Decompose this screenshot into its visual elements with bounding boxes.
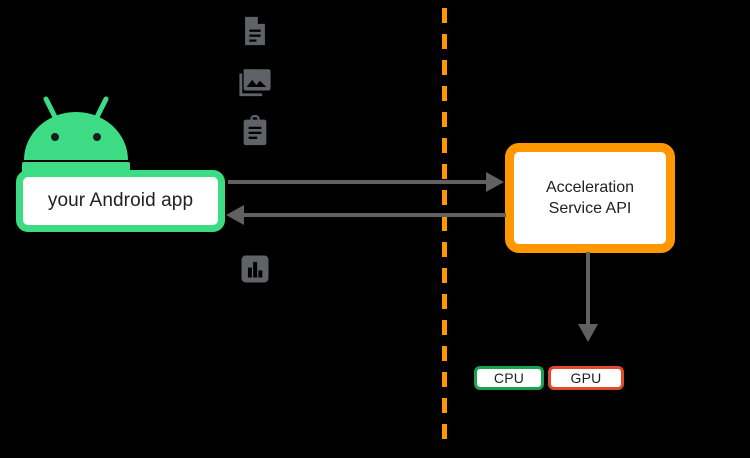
your-android-app-label: your Android app [47,190,194,211]
android-robot-icon [22,96,130,174]
arrow-app-to-service-line [228,180,496,184]
acceleration-service-api-title-line-2: Service API [548,200,632,217]
arrow-service-to-app-head [226,205,244,225]
cpu-chip[interactable]: CPU [474,366,544,390]
photos-icon [238,65,272,99]
assessment-icon [238,252,272,286]
arrow-service-to-backends-head [578,324,598,342]
android-robot-logo [22,96,130,174]
cpu-chip-label: CPU [493,370,525,386]
arrow-app-to-service-head [486,172,504,192]
your-android-app-box[interactable]: your Android app [16,170,225,232]
acceleration-service-api-title-line-1: Acceleration [545,178,635,196]
gpu-chip[interactable]: GPU [548,366,624,390]
arrow-service-to-backends-line [586,252,590,328]
arrow-service-to-app-line [240,213,506,217]
device-service-boundary-line [442,8,447,446]
clipboard-icon [238,114,272,148]
gpu-chip-label: GPU [570,370,602,386]
document-icon [238,14,272,48]
acceleration-service-api-box[interactable]: Acceleration Service API [505,143,675,253]
